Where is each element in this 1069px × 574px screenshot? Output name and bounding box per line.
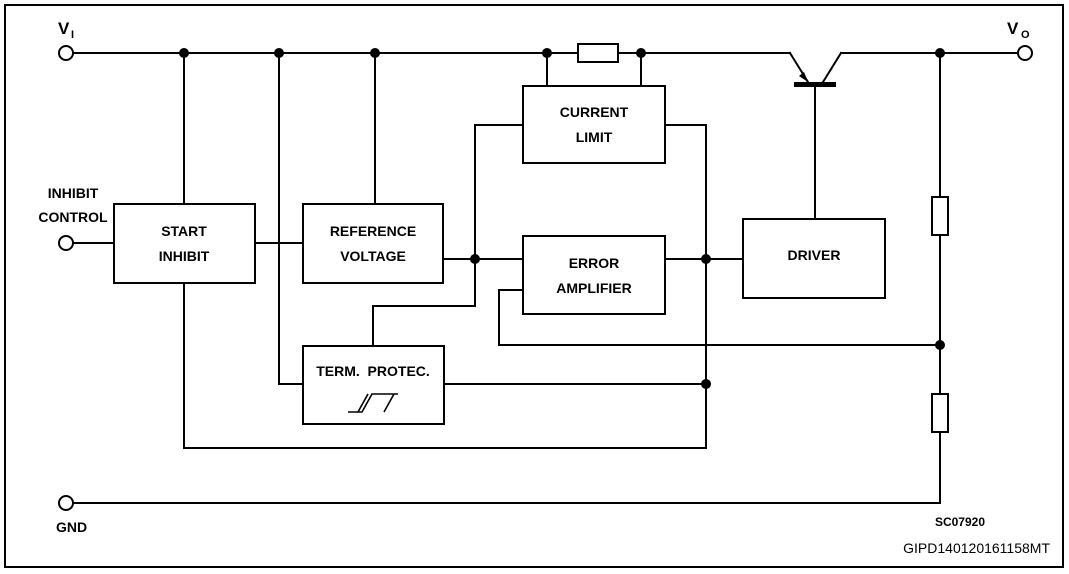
- term-protec-block: TERM. PROTEC.: [302, 345, 445, 425]
- driver-label: DRIVER: [788, 247, 841, 263]
- divider-resistor-bottom: [931, 393, 949, 433]
- inhibit-control-terminal: [58, 235, 74, 251]
- vo-label: V: [1007, 19, 1019, 38]
- start-inhibit-box: [113, 203, 256, 284]
- error-amplifier-block: ERROR AMPLIFIER: [522, 235, 666, 315]
- junction-dot: [179, 48, 189, 58]
- transistor-emitter-arrow: [799, 72, 808, 82]
- inhibit-control-label-2: CONTROL: [38, 209, 108, 225]
- figure-code: SC07920: [935, 515, 985, 529]
- current-limit-block: CURRENT LIMIT: [522, 85, 666, 164]
- vi-label: V: [58, 19, 70, 38]
- start-inhibit-label-2: INHIBIT: [159, 248, 210, 264]
- reference-voltage-label-1: REFERENCE: [330, 223, 416, 239]
- wire-feedback: [498, 289, 941, 346]
- junction-dot: [274, 48, 284, 58]
- junction-dot: [701, 379, 711, 389]
- start-inhibit-label-1: START: [161, 223, 207, 239]
- divider-resistor-top: [931, 196, 949, 236]
- wires: [72, 51, 1019, 504]
- current-limit-box: [522, 85, 666, 164]
- junction-dot: [935, 340, 945, 350]
- driver-box: [742, 218, 886, 299]
- transistor-emitter-lead: [821, 51, 843, 84]
- junction-dot: [470, 254, 480, 264]
- error-amplifier-label-1: ERROR: [569, 255, 620, 271]
- junction-dot: [370, 48, 380, 58]
- wire-current-limit-left: [372, 124, 524, 347]
- error-amplifier-label-2: AMPLIFIER: [556, 280, 631, 296]
- junction-dot: [701, 254, 711, 264]
- hysteresis-icon: [348, 393, 398, 413]
- junctions: [179, 48, 945, 389]
- hysteresis-icon-tail: [383, 393, 395, 413]
- error-amplifier-box: [522, 235, 666, 315]
- vi-label-subscript: I: [71, 29, 74, 41]
- current-limit-label-2: LIMIT: [576, 129, 613, 145]
- vi-terminal: [58, 45, 74, 61]
- term-protec-label: TERM. PROTEC.: [316, 363, 430, 379]
- junction-dot: [542, 48, 552, 58]
- transistor-base-bar: [794, 82, 836, 87]
- vo-label-subscript: O: [1021, 29, 1030, 41]
- junction-dot: [636, 48, 646, 58]
- gnd-terminal: [58, 495, 74, 511]
- sense-resistor: [577, 43, 619, 63]
- vo-terminal: [1017, 45, 1033, 61]
- term-protec-box: [302, 345, 445, 425]
- junction-dot: [935, 48, 945, 58]
- document-code: GIPD140120161158MT: [903, 540, 1050, 556]
- hysteresis-icon-return: [357, 393, 369, 413]
- gnd-label: GND: [56, 519, 87, 535]
- reference-voltage-box: [302, 203, 444, 284]
- current-limit-label-1: CURRENT: [560, 104, 629, 120]
- wire-current-limit-right: [183, 124, 707, 449]
- reference-voltage-block: REFERENCE VOLTAGE: [302, 203, 444, 284]
- inhibit-control-label-1: INHIBIT: [48, 185, 99, 201]
- reference-voltage-label-2: VOLTAGE: [340, 248, 406, 264]
- start-inhibit-block: START INHIBIT: [113, 203, 256, 284]
- driver-block: DRIVER: [742, 218, 886, 299]
